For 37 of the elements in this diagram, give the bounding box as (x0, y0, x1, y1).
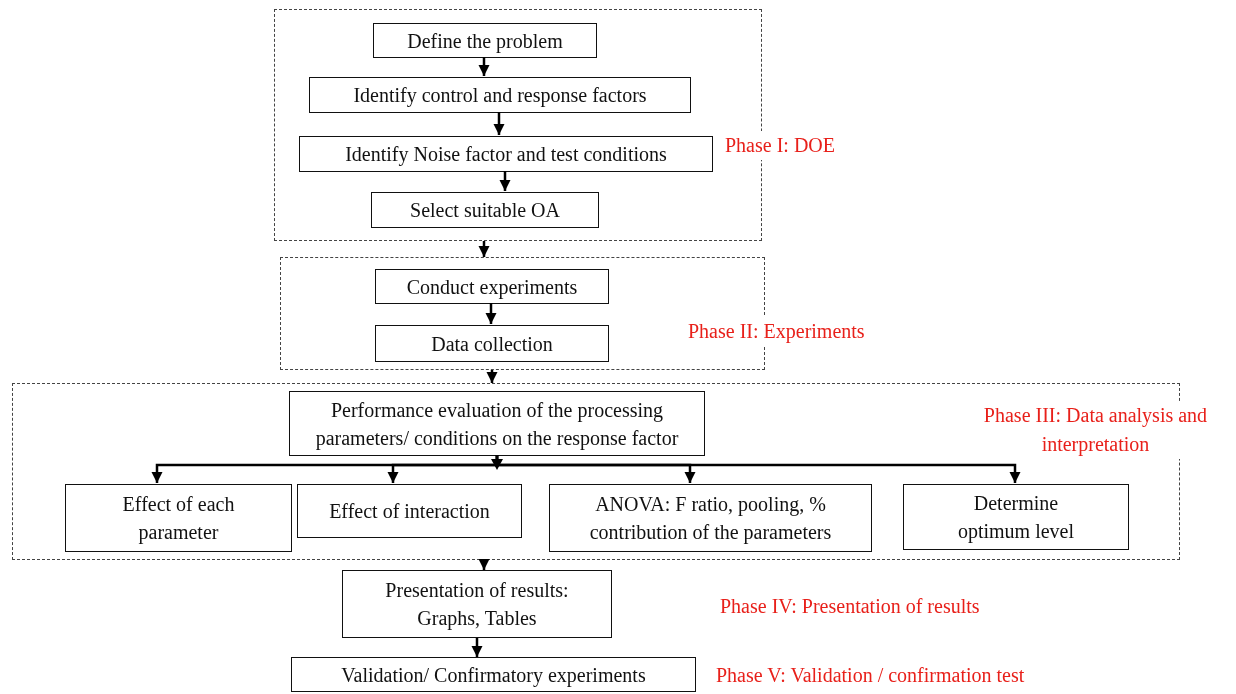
process-box (373, 23, 597, 58)
process-box (291, 657, 696, 692)
process-box (903, 484, 1129, 550)
arrow (486, 370, 498, 383)
process-box (342, 570, 612, 638)
box-text: Define the problem (407, 28, 563, 55)
process-box (375, 269, 609, 304)
process-box (297, 484, 522, 538)
arrow (493, 112, 505, 135)
process-box (65, 484, 292, 552)
arrow (478, 241, 490, 257)
box-text: Effect of interaction (329, 499, 490, 524)
box-text: Select suitable OA (410, 198, 560, 223)
process-box (549, 484, 872, 552)
process-box (375, 325, 609, 362)
arrow (499, 171, 511, 191)
phase-label: Phase II: Experiments (686, 317, 867, 346)
box-text: Conduct experiments (406, 274, 578, 301)
box-text: Performance evaluation of the processing parameters/ conditions on the response factor (314, 397, 680, 452)
box-text: ANOVA: F ratio, pooling, % contribution of the parameters (588, 492, 833, 546)
box-text: Identify control and response factors (353, 83, 647, 109)
box-text: Presentation of results: Graphs, Tables (384, 578, 570, 632)
arrow (478, 57, 490, 76)
arrow (485, 303, 497, 324)
box-text: Determine optimum level (956, 491, 1076, 545)
box-text: Data collection (431, 331, 553, 357)
process-box (299, 136, 713, 172)
arrow (495, 455, 1021, 483)
box-text: Identify Noise factor and test conditions (345, 142, 667, 168)
process-box (371, 192, 599, 228)
arrow (478, 558, 490, 570)
box-text: Effect of each parameter (121, 492, 236, 546)
arrow (471, 638, 483, 657)
box-text: Validation/ Confirmatory experiments (341, 662, 646, 689)
process-box (309, 77, 691, 113)
phase-label: Phase I: DOE (723, 131, 837, 160)
process-box (289, 391, 705, 456)
